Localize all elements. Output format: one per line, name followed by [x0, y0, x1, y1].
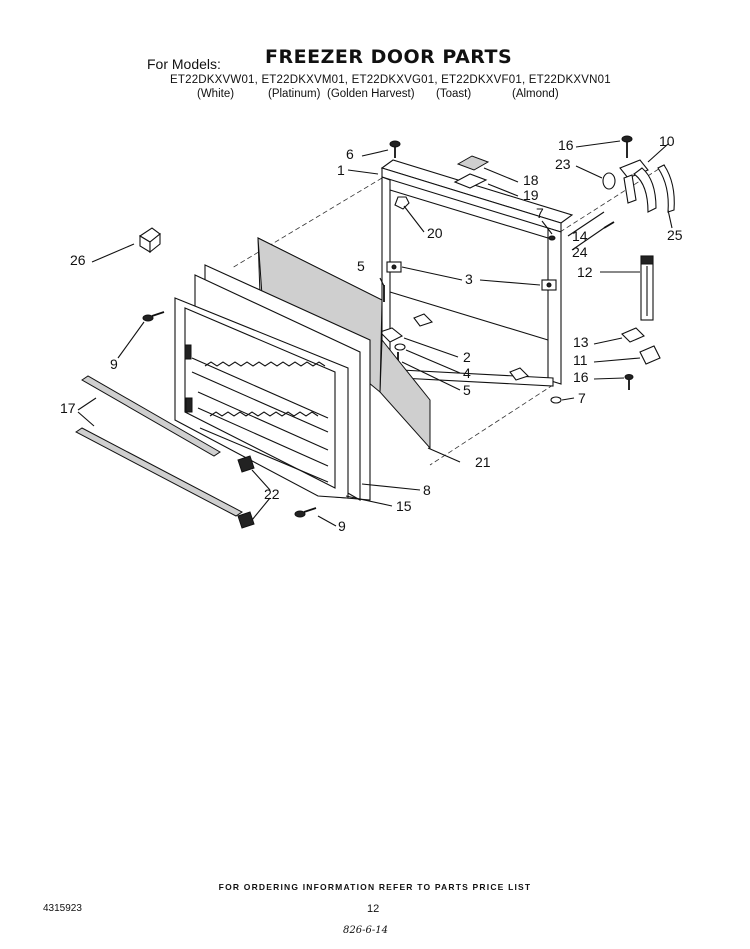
page-number: 12 — [367, 903, 380, 915]
callout-22: 22 — [264, 486, 280, 502]
handwritten-note: 826-6-14 — [343, 925, 388, 936]
latch-part-2 — [378, 327, 404, 343]
screw-part-24 — [603, 221, 615, 229]
callout-15: 15 — [396, 498, 412, 514]
callout-19: 19 — [523, 187, 539, 203]
color-almond: (Almond) — [512, 88, 559, 100]
ordering-note: FOR ORDERING INFORMATION REFER TO PARTS … — [218, 882, 532, 892]
guide-line — [559, 164, 666, 233]
bottom-hinge-part-11 — [639, 345, 661, 365]
callout-5b: 5 — [463, 382, 471, 398]
callout-6: 6 — [346, 146, 354, 162]
callout-26: 26 — [70, 252, 86, 268]
cap-part-7 — [548, 235, 556, 241]
handle-end-part-25 — [633, 167, 657, 213]
callout-16b: 16 — [573, 369, 589, 385]
color-golden-harvest: (Golden Harvest) — [327, 88, 415, 100]
callout-20: 20 — [427, 225, 443, 241]
color-toast: (Toast) — [436, 88, 472, 100]
callout-7: 7 — [536, 205, 544, 221]
shelf-rail-part-17 — [75, 375, 243, 517]
hinge-shim-part-13 — [621, 327, 645, 343]
callout-9b: 9 — [338, 518, 346, 534]
model-numbers: ET22DKXVW01, ET22DKXVM01, ET22DKXVG01, E… — [170, 74, 611, 86]
screw-part-16 — [621, 135, 633, 158]
callout-14: 14 — [572, 228, 588, 244]
callout-5: 5 — [357, 258, 365, 274]
clip-part-26 — [138, 227, 161, 254]
callout-21: 21 — [475, 454, 491, 470]
document-number: 4315923 — [43, 903, 82, 914]
callout-8: 8 — [423, 482, 431, 498]
top-hinge-part-10 — [619, 159, 649, 204]
clip-part-20 — [394, 196, 410, 210]
screw-part-16b — [624, 374, 634, 390]
screw-part-6 — [389, 140, 401, 158]
cap-part-7b — [550, 396, 562, 404]
screw-part-9 — [142, 311, 165, 322]
color-white: (White) — [197, 88, 235, 100]
callout-4: 4 — [463, 365, 471, 381]
shim-part-19 — [453, 173, 488, 189]
latch-part-2b — [413, 313, 434, 327]
callout-10: 10 — [659, 133, 675, 149]
color-platinum: (Platinum) — [268, 88, 321, 100]
callout-12: 12 — [577, 264, 593, 280]
handle-end-part-25b — [657, 164, 675, 213]
callout-9: 9 — [110, 356, 118, 372]
for-models-label: For Models: — [147, 56, 221, 72]
door-frame-part — [380, 159, 574, 387]
callout-24: 24 — [572, 244, 588, 260]
callout-13: 13 — [573, 334, 589, 350]
hinge-cover-part-23 — [602, 172, 616, 190]
callout-2: 2 — [463, 349, 471, 365]
page-title: FREEZER DOOR PARTS — [265, 46, 513, 68]
screw-part-9b — [294, 507, 317, 518]
gasket-part-18 — [456, 155, 490, 171]
guide-line — [429, 384, 554, 466]
callout-1: 1 — [337, 162, 345, 178]
callout-25: 25 — [667, 227, 683, 243]
callout-17: 17 — [60, 400, 76, 416]
callout-3: 3 — [465, 271, 473, 287]
guide-line — [231, 177, 383, 269]
callout-18: 18 — [523, 172, 539, 188]
callout-7b: 7 — [578, 390, 586, 406]
rail-cap-part-22 — [237, 455, 255, 473]
callout-23: 23 — [555, 156, 571, 172]
door-liner-part-15 — [174, 297, 349, 499]
model-colors: (White) (Platinum) (Golden Harvest) (Toa… — [0, 88, 750, 104]
callout-16: 16 — [558, 137, 574, 153]
handle-part-12 — [640, 255, 654, 321]
rail-cap-part-22b — [237, 511, 255, 529]
callout-11: 11 — [573, 352, 588, 368]
latch-part-4 — [509, 367, 530, 381]
